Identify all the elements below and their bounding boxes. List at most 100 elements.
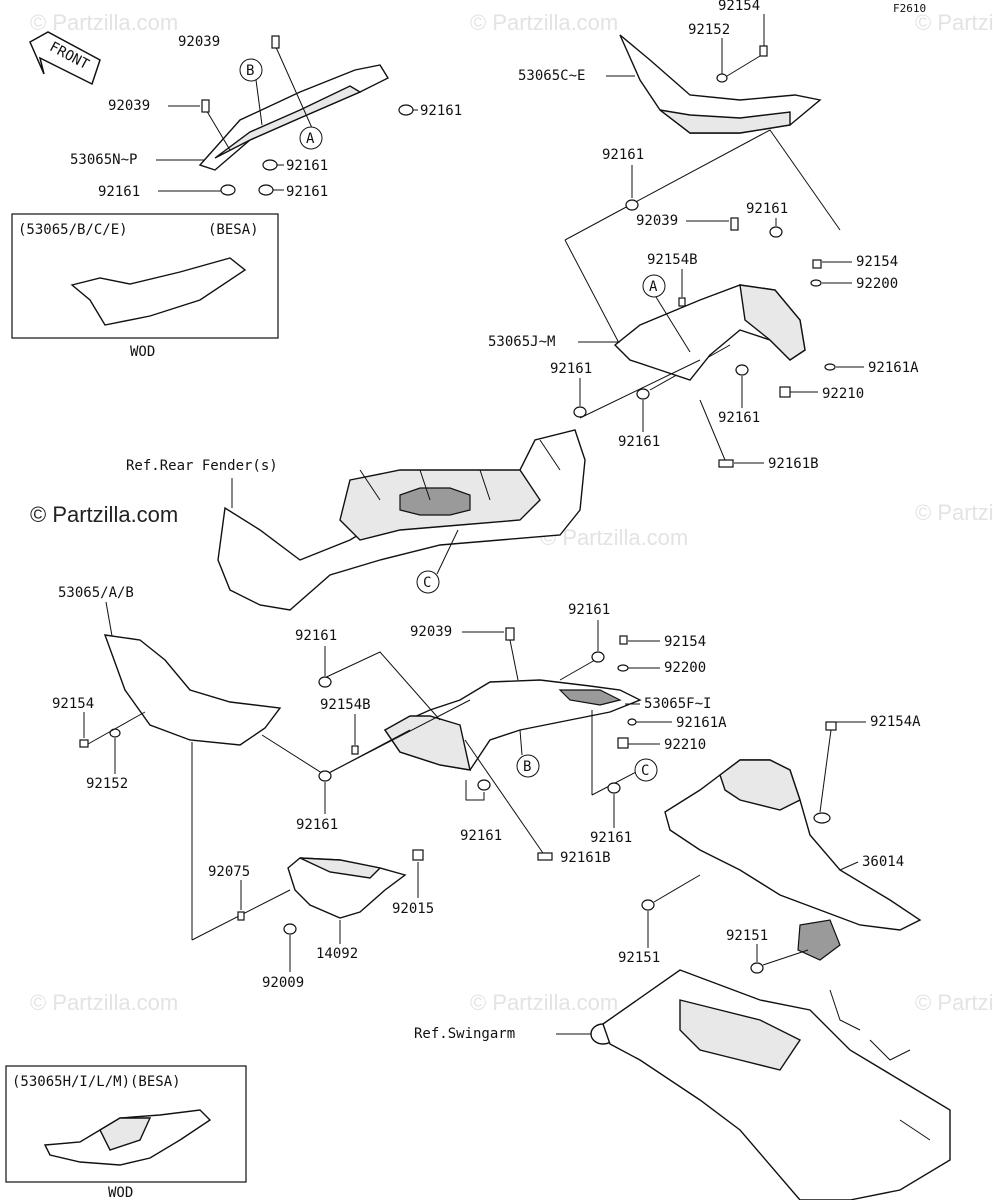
ref-marker-a: A <box>642 274 666 298</box>
bolt-92151 <box>750 962 764 974</box>
part-number: 53065N~P <box>70 152 137 168</box>
bolt-92154 <box>812 259 822 269</box>
bolt-92154a <box>825 721 837 731</box>
watermark: © Partzilla.com <box>915 500 993 525</box>
part-number: 53065/A/B <box>58 585 134 601</box>
bolt-92154b <box>678 297 686 307</box>
bolt-92151 <box>641 899 655 911</box>
part-number: 92161 <box>718 410 760 426</box>
grommet-92161 <box>258 184 274 196</box>
svg-text:B: B <box>523 759 531 775</box>
bolt-92154b <box>351 745 359 755</box>
part-number: 92161 <box>420 103 462 119</box>
clip-92039 <box>201 99 210 113</box>
part-number: 92161 <box>98 184 140 200</box>
inset-market: (BESA) <box>208 222 259 238</box>
washer-92152 <box>716 73 728 83</box>
part-number: 92161 <box>550 361 592 377</box>
figure-code: F2610 <box>893 2 926 15</box>
inset-box-2: (53065H/I/L/M)(BESA) WOD <box>5 1065 247 1200</box>
ref-marker-c: C <box>634 758 658 782</box>
watermark-dark: © Partzilla.com <box>30 502 178 527</box>
swingarm-ref <box>590 969 951 1200</box>
part-number: 92154 <box>856 254 898 270</box>
ref-label: Ref.Rear Fender(s) <box>126 458 278 474</box>
part-number: 92154 <box>52 696 94 712</box>
ref-marker-b: B <box>516 754 540 778</box>
part-number: 36014 <box>862 854 904 870</box>
part-number: 92039 <box>636 213 678 229</box>
rear-fender-ref <box>217 429 586 611</box>
chain-guard-36014 <box>664 759 922 961</box>
ref-marker-b: B <box>239 58 263 82</box>
svg-text:B: B <box>246 63 254 79</box>
part-number: 92161 <box>286 184 328 200</box>
part-number: 92161B <box>768 456 819 472</box>
clip-92039 <box>271 35 280 49</box>
inset-title: (53065/B/C/E) <box>18 222 128 238</box>
inset-color: WOD <box>108 1185 133 1200</box>
clip-92161a <box>824 363 836 371</box>
part-number: 92154A <box>870 714 921 730</box>
bolt-92154 <box>79 739 89 748</box>
front-arrow-icon: FRONT <box>29 31 101 86</box>
nut-92210 <box>779 386 791 398</box>
clip-92039 <box>505 627 515 641</box>
part-number: 92009 <box>262 975 304 991</box>
grommet-92161 <box>398 104 414 116</box>
part-number: 53065F~I <box>644 696 711 712</box>
part-number: 92154B <box>647 252 698 268</box>
svg-text:A: A <box>306 131 315 147</box>
part-number: 92161 <box>460 828 502 844</box>
ref-marker-c: C <box>416 570 440 594</box>
part-number: 92154 <box>718 0 760 14</box>
inset-color: WOD <box>130 344 155 360</box>
svg-text:C: C <box>641 763 649 779</box>
part-number: 92161 <box>286 158 328 174</box>
watermark: © Partzilla.com <box>470 990 618 1015</box>
part-number: 92210 <box>822 386 864 402</box>
part-number: 92151 <box>726 928 768 944</box>
grommet-92161 <box>573 406 587 418</box>
screw-92009 <box>283 923 297 935</box>
svg-text:A: A <box>649 279 658 295</box>
ref-label: Ref.Swingarm <box>414 1026 515 1042</box>
part-number: 92161A <box>868 360 919 376</box>
part-number: 14092 <box>316 946 358 962</box>
bolt-92075 <box>237 911 245 921</box>
part-number: 92152 <box>688 22 730 38</box>
side-cover-53065f <box>383 679 642 771</box>
grommet-92161 <box>625 199 639 211</box>
clip-92039 <box>730 217 739 231</box>
part-number: 92161 <box>618 434 660 450</box>
part-number: 92015 <box>392 901 434 917</box>
part-number: 92154 <box>664 634 706 650</box>
cover-14092 <box>287 857 407 919</box>
part-number: 53065J~M <box>488 334 555 350</box>
grommet-92161 <box>769 226 783 238</box>
part-number: 92154B <box>320 697 371 713</box>
grommet-92161 <box>636 388 650 400</box>
svg-text:C: C <box>423 575 431 591</box>
clip-92161b <box>537 852 553 861</box>
watermark: © Partzilla.com <box>915 10 993 35</box>
side-cover-53065 <box>103 634 282 746</box>
inset-title: (53065H/I/L/M)(BESA) <box>12 1074 181 1090</box>
grommet <box>813 812 831 824</box>
watermark: © Partzilla.com <box>30 990 178 1015</box>
part-number: 92075 <box>208 864 250 880</box>
watermark: © Partzilla.com <box>470 10 618 35</box>
bolt-92154 <box>619 635 628 645</box>
nut-92015 <box>412 849 424 861</box>
grommet-92161 <box>220 184 236 196</box>
part-number: 92161 <box>602 147 644 163</box>
part-number: 92161 <box>296 817 338 833</box>
leader-line <box>274 44 313 129</box>
nut-92210 <box>617 737 629 749</box>
grommet-92161 <box>262 159 278 171</box>
side-cover-53065j <box>613 284 806 381</box>
part-number: 92039 <box>178 34 220 50</box>
watermark: © Partzilla.com <box>30 10 178 35</box>
part-number: 92210 <box>664 737 706 753</box>
